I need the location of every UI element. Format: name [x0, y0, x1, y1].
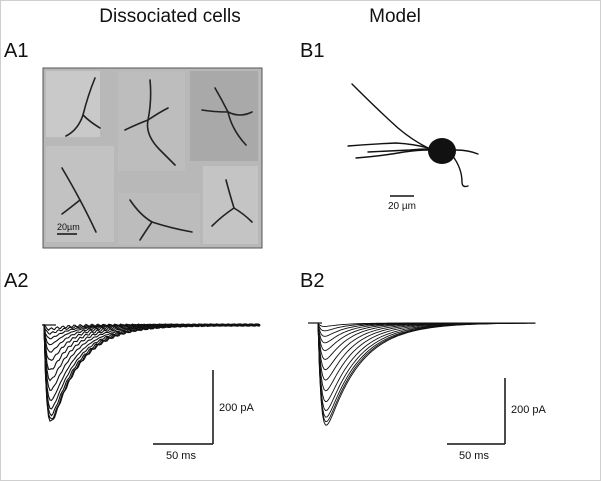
panel-label-b2: B2 — [300, 270, 325, 292]
a2-time-scale-label: 50 ms — [166, 450, 196, 462]
b2-current-scale-label: 200 pA — [511, 404, 546, 416]
b1-scale-bar-label: 20 µm — [388, 201, 416, 212]
panel-label-a1: A1 — [4, 40, 29, 62]
column-title-dissociated: Dissociated cells — [99, 6, 241, 27]
a2-traces-trace-10 — [43, 323, 261, 410]
panel-label-b1: B1 — [300, 40, 325, 62]
a2-current-scale-label: 200 pA — [219, 402, 254, 414]
b2-time-scale-label: 50 ms — [459, 450, 489, 462]
a2-scale-bars — [153, 370, 214, 445]
b2-scale-bars — [447, 378, 506, 445]
column-title-model: Model — [369, 6, 421, 27]
panel-label-a2: A2 — [4, 270, 29, 292]
a2-traces-trace-12 — [43, 323, 261, 420]
a1-scale-bar-label: 20µm — [57, 222, 80, 232]
b2-traces-trace-10 — [317, 322, 536, 411]
b2-traces-trace-9 — [317, 322, 536, 403]
a2-traces-trace-13 — [43, 324, 261, 422]
b2-traces-trace-13 — [317, 322, 536, 426]
